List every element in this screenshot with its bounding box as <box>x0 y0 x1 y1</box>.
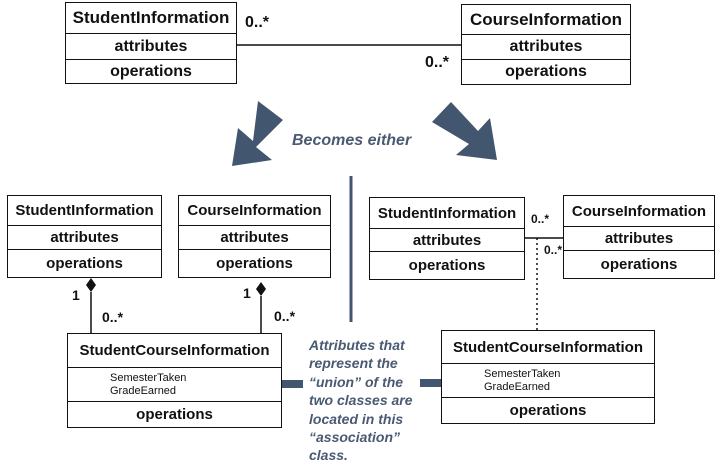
class-attributes: attributes <box>8 225 161 249</box>
class-operations: operations <box>462 59 630 84</box>
class-operations: operations <box>8 249 161 277</box>
note-line: “union” of the <box>309 373 404 390</box>
attribute-grade-earned: GradeEarned <box>110 384 177 397</box>
right-course-class: CourseInformation attributes operations <box>563 195 715 279</box>
class-name: StudentInformation <box>15 202 154 219</box>
left-course-multiplicity-one: 1 <box>243 285 251 301</box>
class-operations: operations <box>179 249 330 277</box>
left-student-multiplicity-many: 0..* <box>102 309 124 325</box>
left-course-multiplicity-many: 0..* <box>274 308 296 324</box>
note-line: two classes are <box>309 392 413 409</box>
attribute-semester-taken: SemesterTaken <box>484 367 561 380</box>
class-name: StudentCourseInformation <box>79 342 270 359</box>
becomes-either-label: Becomes either <box>292 132 412 149</box>
class-operations: operations <box>564 250 714 278</box>
left-student-class: StudentInformation attributes operations <box>7 195 162 278</box>
class-attributes: SemesterTaken GradeEarned <box>68 367 281 401</box>
attribute-grade-earned: GradeEarned <box>484 380 551 393</box>
top-course-class: CourseInformation attributes operations <box>461 4 631 85</box>
right-multiplicity-left: 0..* <box>531 212 550 226</box>
attribute-semester-taken: SemesterTaken <box>110 371 187 384</box>
course-composition-diamond <box>256 282 266 296</box>
class-attributes: attributes <box>564 226 714 250</box>
left-course-class: CourseInformation attributes operations <box>178 195 331 278</box>
class-name: StudentInformation <box>72 8 230 27</box>
class-attributes: attributes <box>66 33 236 59</box>
association-note: Attributes that represent the “union” of… <box>309 336 419 465</box>
class-operations: operations <box>66 59 236 83</box>
class-name: CourseInformation <box>187 202 322 219</box>
class-attributes: attributes <box>179 225 330 249</box>
class-operations: operations <box>370 251 524 279</box>
note-line: located in this <box>309 410 404 427</box>
top-student-class: StudentInformation attributes operations <box>65 2 237 84</box>
class-attributes: attributes <box>462 34 630 59</box>
right-student-class: StudentInformation attributes operations <box>369 197 525 280</box>
class-name: CourseInformation <box>469 9 623 29</box>
left-student-multiplicity-one: 1 <box>72 287 80 303</box>
right-association-class: StudentCourseInformation SemesterTaken G… <box>441 330 655 424</box>
class-name: StudentInformation <box>377 204 517 222</box>
right-multiplicity-right: 0..* <box>544 243 563 257</box>
class-attributes: attributes <box>370 228 524 251</box>
becomes-arrow-left <box>232 101 283 166</box>
student-composition-diamond <box>86 278 96 292</box>
becomes-arrow-right <box>432 102 497 160</box>
top-multiplicity-right: 0..* <box>425 54 450 71</box>
note-line: “association” <box>309 429 401 446</box>
note-line: Attributes that <box>309 337 405 353</box>
class-operations: operations <box>442 397 654 423</box>
note-line: represent the <box>309 355 398 372</box>
class-name: CourseInformation <box>571 202 707 220</box>
note-line: class. <box>309 447 348 464</box>
top-multiplicity-left: 0..* <box>245 14 270 31</box>
class-name: StudentCourseInformation <box>453 338 643 356</box>
class-attributes: SemesterTaken GradeEarned <box>442 363 654 397</box>
left-association-class: StudentCourseInformation SemesterTaken G… <box>67 333 282 428</box>
class-operations: operations <box>68 401 281 427</box>
